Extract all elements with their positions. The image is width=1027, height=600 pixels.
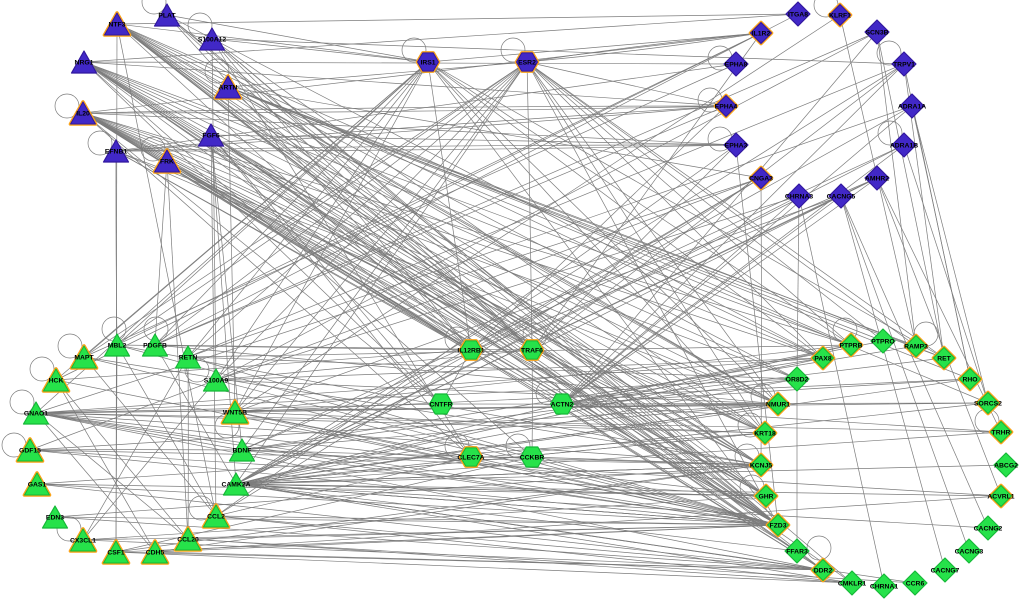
svg-text:RAMP3: RAMP3	[904, 344, 928, 351]
svg-text:CAMK2A: CAMK2A	[221, 482, 250, 489]
svg-text:EDN3: EDN3	[46, 515, 64, 522]
svg-text:IL20: IL20	[76, 111, 90, 118]
svg-text:FRK: FRK	[160, 159, 174, 166]
svg-text:FGF6: FGF6	[202, 133, 220, 140]
svg-text:KLRF1: KLRF1	[829, 13, 851, 20]
svg-text:BDNF: BDNF	[233, 448, 252, 455]
svg-text:NRG1: NRG1	[75, 60, 94, 67]
svg-text:S100A12: S100A12	[198, 37, 227, 44]
svg-text:AMHR2: AMHR2	[865, 176, 889, 183]
svg-text:ABCG2: ABCG2	[994, 463, 1018, 470]
svg-text:CCKBR: CCKBR	[520, 455, 545, 462]
svg-text:FFAR3: FFAR3	[786, 549, 808, 556]
svg-text:IRS1: IRS1	[420, 60, 435, 67]
svg-text:CSF1: CSF1	[107, 550, 125, 557]
svg-text:NMUR1: NMUR1	[766, 402, 790, 409]
svg-text:PAX8: PAX8	[814, 356, 831, 363]
svg-text:CHRNA3: CHRNA3	[785, 194, 814, 201]
svg-text:MBL2: MBL2	[108, 343, 127, 350]
svg-text:DDR2: DDR2	[814, 568, 833, 575]
svg-text:PDGFB: PDGFB	[143, 343, 167, 350]
svg-text:S100A9: S100A9	[204, 378, 229, 385]
svg-text:ARTN: ARTN	[219, 85, 238, 92]
svg-text:ACTN2: ACTN2	[551, 402, 574, 409]
svg-text:FZD3: FZD3	[770, 523, 787, 530]
svg-text:GDF15: GDF15	[19, 448, 41, 455]
svg-text:CX3CL1: CX3CL1	[70, 538, 96, 545]
svg-text:CHRNA1: CHRNA1	[870, 584, 899, 591]
svg-text:PTPRB: PTPRB	[839, 343, 862, 350]
svg-text:GHR: GHR	[758, 494, 773, 501]
svg-text:GNAO1: GNAO1	[24, 411, 48, 418]
svg-text:IL1R2: IL1R2	[752, 31, 771, 38]
svg-text:ADRA1A: ADRA1A	[898, 104, 926, 111]
svg-text:SCN3B: SCN3B	[865, 30, 888, 37]
svg-text:CNTFR: CNTFR	[429, 402, 452, 409]
svg-text:RHO: RHO	[962, 377, 977, 384]
svg-text:SORCS2: SORCS2	[974, 401, 1002, 408]
svg-text:PLAT: PLAT	[158, 13, 176, 20]
svg-text:IL12RB1: IL12RB1	[457, 348, 484, 355]
svg-text:CLEC7A: CLEC7A	[457, 455, 484, 462]
svg-text:NTF3: NTF3	[109, 22, 126, 29]
svg-text:CCL20: CCL20	[177, 537, 199, 544]
svg-text:KRT18: KRT18	[754, 431, 776, 438]
svg-text:CMKLR1: CMKLR1	[838, 581, 867, 588]
svg-text:EFNB1: EFNB1	[105, 149, 128, 156]
svg-text:EPHA4: EPHA4	[715, 104, 738, 111]
svg-text:TRAF6: TRAF6	[521, 348, 543, 355]
svg-text:TRHR: TRHR	[992, 430, 1011, 437]
svg-text:GAS1: GAS1	[28, 482, 47, 489]
svg-text:RETN: RETN	[179, 355, 198, 362]
svg-text:TRPV1: TRPV1	[893, 62, 915, 69]
svg-text:PTPRO: PTPRO	[871, 339, 894, 346]
svg-text:ITGA8: ITGA8	[788, 12, 808, 19]
svg-text:OR8D2: OR8D2	[786, 377, 809, 384]
svg-text:KCNJ5: KCNJ5	[750, 463, 773, 470]
svg-text:WNT5B: WNT5B	[223, 410, 247, 417]
svg-text:RET: RET	[937, 356, 951, 363]
svg-text:CCL2: CCL2	[207, 514, 225, 521]
svg-text:CDH5: CDH5	[146, 550, 165, 557]
svg-text:CACNG7: CACNG7	[931, 568, 960, 575]
svg-text:ESR2: ESR2	[518, 60, 536, 67]
svg-text:EPHA8: EPHA8	[725, 62, 748, 69]
svg-text:ADRA1B: ADRA1B	[890, 143, 918, 150]
svg-text:CACNG5: CACNG5	[827, 194, 856, 201]
svg-text:HCK: HCK	[49, 378, 64, 385]
svg-text:EPHA3: EPHA3	[725, 143, 748, 150]
svg-text:CNGA3: CNGA3	[749, 176, 773, 183]
svg-text:ACVRL1: ACVRL1	[987, 494, 1014, 501]
svg-text:MAPT: MAPT	[74, 355, 94, 362]
svg-text:CACNG2: CACNG2	[974, 526, 1003, 533]
svg-text:CCR6: CCR6	[906, 581, 925, 588]
svg-text:CACNG3: CACNG3	[955, 549, 984, 556]
